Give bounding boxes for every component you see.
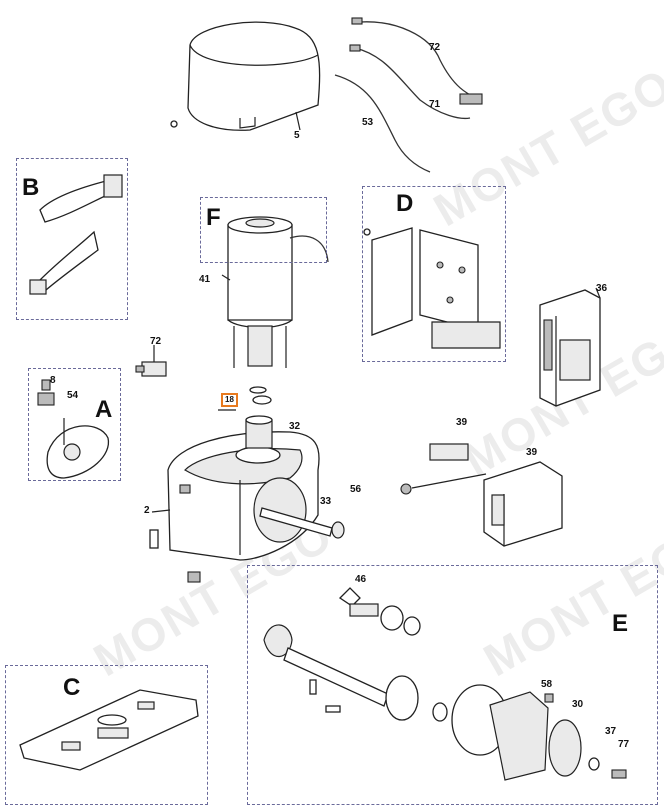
housing-part (149, 431, 320, 583)
group-box-c (5, 665, 208, 805)
bracket-part (363, 227, 501, 349)
group-label-a: A (95, 396, 113, 423)
part-number-37: 37 (605, 726, 617, 737)
part-number-5: 5 (294, 130, 300, 141)
capacitor-part (135, 345, 167, 377)
output-shaft-part (259, 507, 345, 539)
group-box-b (16, 158, 128, 320)
group-label-c: C (63, 674, 81, 701)
group-label-f: F (206, 204, 221, 231)
part-number-36: 36 (596, 283, 608, 294)
wires-part (334, 17, 483, 173)
group-box-e (247, 565, 658, 805)
motor-part (227, 216, 329, 394)
part-number-39-a: 39 (456, 417, 468, 428)
part-number-46: 46 (355, 574, 367, 585)
group-box-d (362, 186, 506, 362)
part-number-53: 53 (362, 117, 374, 128)
part-number-2: 2 (144, 505, 150, 516)
transformer-part (400, 443, 563, 547)
part-number-72: 72 (429, 42, 441, 53)
part-number-18-highlighted: 18 (221, 393, 238, 407)
baseplate-part (19, 689, 199, 771)
part-number-30: 30 (572, 699, 584, 710)
part-number-8: 8 (50, 375, 56, 386)
group-label-b: B (22, 174, 40, 201)
group-box-f (200, 197, 327, 263)
part-number-32: 32 (289, 421, 301, 432)
part-number-72-b: 72 (150, 336, 162, 347)
group-box-a (28, 368, 121, 481)
group-label-e: E (612, 610, 629, 637)
control-board-part (539, 289, 601, 407)
release-lever-part (29, 174, 123, 295)
part-number-56: 56 (350, 484, 362, 495)
part-number-54: 54 (67, 390, 79, 401)
limit-switch-part (37, 379, 110, 479)
cover-part (170, 21, 321, 131)
part-number-33: 33 (320, 496, 332, 507)
group-label-d: D (396, 190, 414, 217)
part-number-77: 77 (618, 739, 630, 750)
gear-assembly-part (263, 587, 627, 781)
worm-gear-part (218, 395, 273, 449)
part-number-71: 71 (429, 99, 441, 110)
part-number-58: 58 (541, 679, 553, 690)
part-number-39-b: 39 (526, 447, 538, 458)
leader-lines (151, 111, 601, 513)
part-number-41: 41 (199, 274, 211, 285)
